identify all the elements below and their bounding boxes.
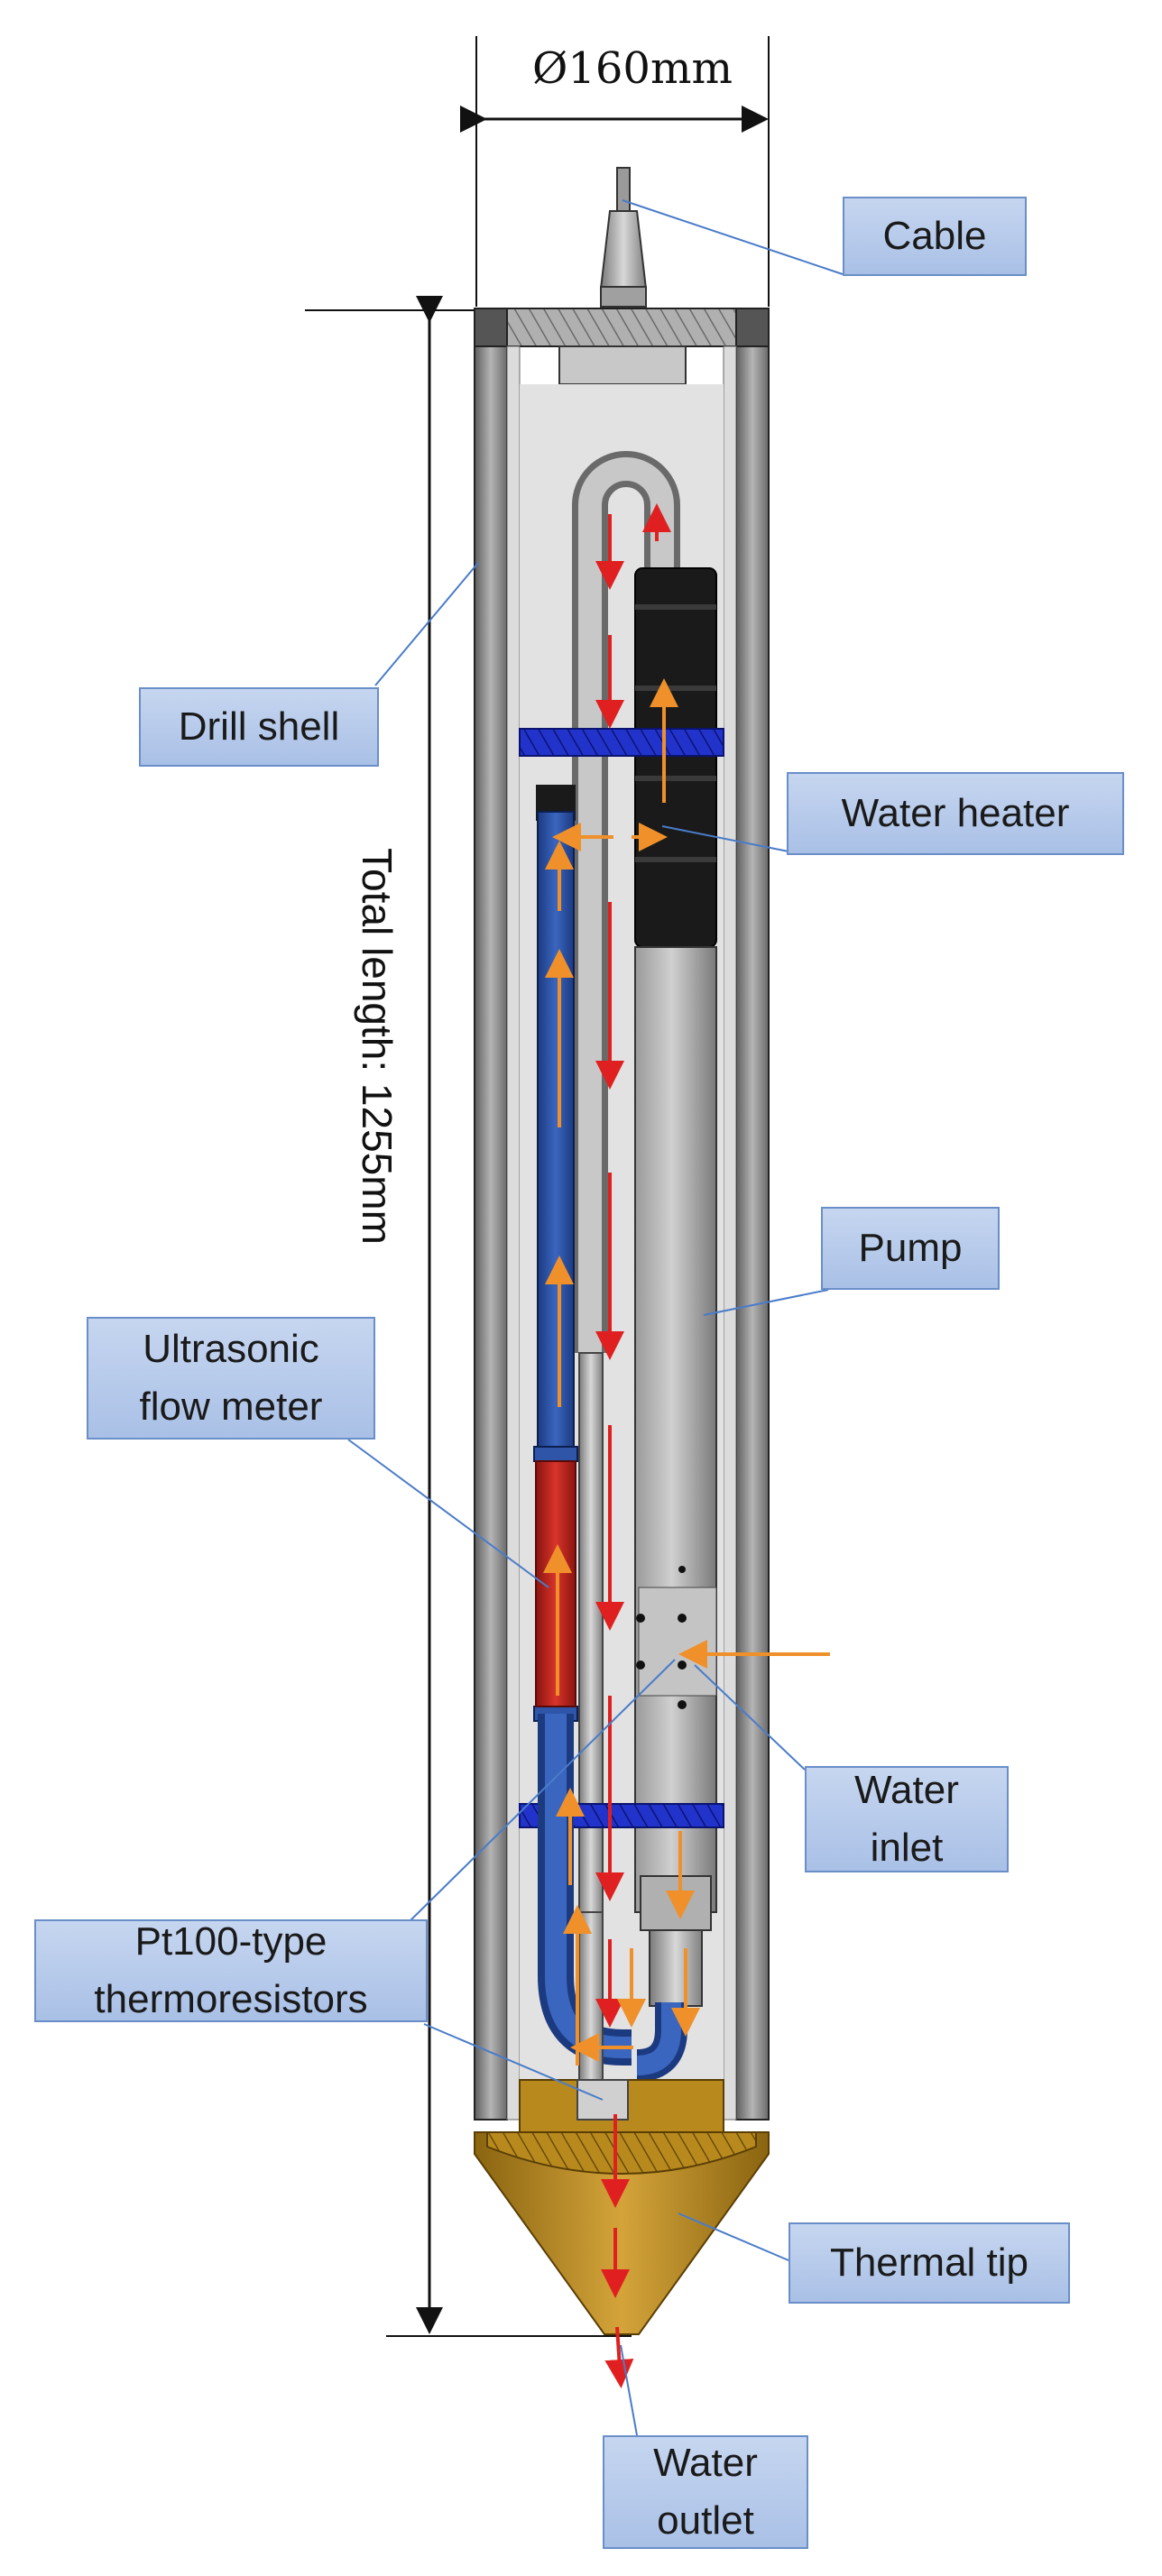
thermal-tip [474, 2079, 770, 2335]
cable [599, 167, 648, 308]
water-heater [634, 567, 717, 948]
thermal-tip-label: Thermal tip [788, 2222, 1070, 2304]
ultrasonic-flow-meter-line2: flow meter [139, 1385, 323, 1429]
water-outlet-line2: outlet [657, 2498, 754, 2543]
pt100-line2: thermoresistors [94, 1977, 368, 2021]
pt100-thermoresistors-label: Pt100-type thermoresistors [34, 1919, 428, 2022]
diameter-dimension [460, 36, 770, 307]
ultrasonic-flow-meter-line1: Ultrasonic [143, 1327, 319, 1371]
pump-label-text: Pump [858, 1226, 963, 1270]
drill-shell [474, 345, 770, 2121]
flow-arrows-orange [543, 678, 830, 2065]
top-cap [474, 308, 770, 460]
leader-lines [347, 199, 844, 2436]
drill-shell-label-text: Drill shell [178, 704, 340, 749]
water-heater-label-text: Water heater [841, 791, 1070, 835]
water-outlet-label: Water outlet [603, 2435, 808, 2549]
inner-tube-top [572, 451, 680, 1353]
thermal-tip-label-text: Thermal tip [829, 2240, 1029, 2285]
water-inlet-line2: inlet [870, 1826, 944, 1870]
water-inlet-line1: Water [854, 1768, 959, 1812]
pump [634, 946, 717, 2007]
cable-label-text: Cable [882, 214, 987, 258]
water-outlet-line1: Water [653, 2441, 758, 2485]
water-heater-label: Water heater [787, 772, 1124, 855]
diameter-label: Ø160mm [532, 43, 733, 94]
flow-arrows-red [595, 503, 671, 2388]
pump-label: Pump [821, 1207, 1000, 1290]
total-length-label: Total length: 1255mm [354, 848, 401, 1245]
cable-label: Cable [843, 197, 1027, 276]
pt100-line1: Pt100-type [134, 1919, 327, 1964]
water-inlet-label: Water inlet [805, 1766, 1009, 1872]
drill-shell-label: Drill shell [139, 687, 379, 767]
ultrasonic-flow-meter-label: Ultrasonic flow meter [87, 1317, 375, 1440]
length-dimension [305, 296, 632, 2337]
upper-plate [519, 728, 724, 757]
